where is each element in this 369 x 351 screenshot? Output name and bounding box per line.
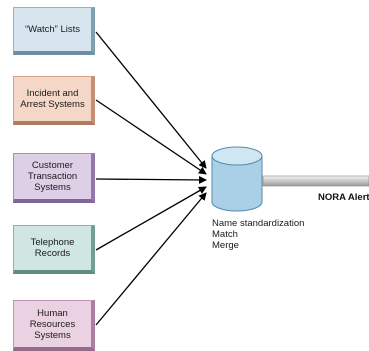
source-label-line: Customer [31, 160, 74, 171]
source-label-line: Systems [34, 329, 71, 341]
nora-alert-label: NORA Alert [318, 192, 369, 203]
process-caption: Name standardization Match Merge [212, 218, 304, 251]
source-box-telephone-records: Telephone Records [13, 225, 95, 274]
source-label-line: Arrest Systems [20, 99, 85, 110]
arrow-telephone-to-db [95, 186, 207, 251]
source-box-human-resources: Human Resources Systems [13, 300, 95, 351]
arrow-human-to-db [95, 192, 207, 326]
source-label-line: Systems [34, 182, 71, 193]
output-pipe [262, 175, 369, 187]
source-box-customer-transaction: Customer Transaction Systems [13, 153, 95, 203]
source-label-line: Resources [29, 318, 76, 330]
source-label-line: “Watch” Lists [24, 24, 81, 35]
arrow-customer-to-db [95, 175, 207, 184]
process-step-label: Match [212, 229, 238, 240]
source-label-line: Incident and [26, 88, 79, 99]
source-label-line: Telephone [30, 237, 75, 248]
source-label-line: Records [34, 248, 71, 259]
source-box-watch-lists: “Watch” Lists [13, 7, 95, 55]
arrow-incident-to-db [95, 99, 207, 175]
source-label-line: Human [37, 307, 68, 319]
source-label-line: Transaction [27, 171, 78, 182]
process-step-label: Merge [212, 240, 239, 251]
process-step-label: Name standardization [212, 218, 305, 229]
arrow-watch-to-db [95, 31, 207, 169]
source-box-incident-arrest: Incident and Arrest Systems [13, 76, 95, 125]
database-cylinder-icon [211, 146, 263, 212]
